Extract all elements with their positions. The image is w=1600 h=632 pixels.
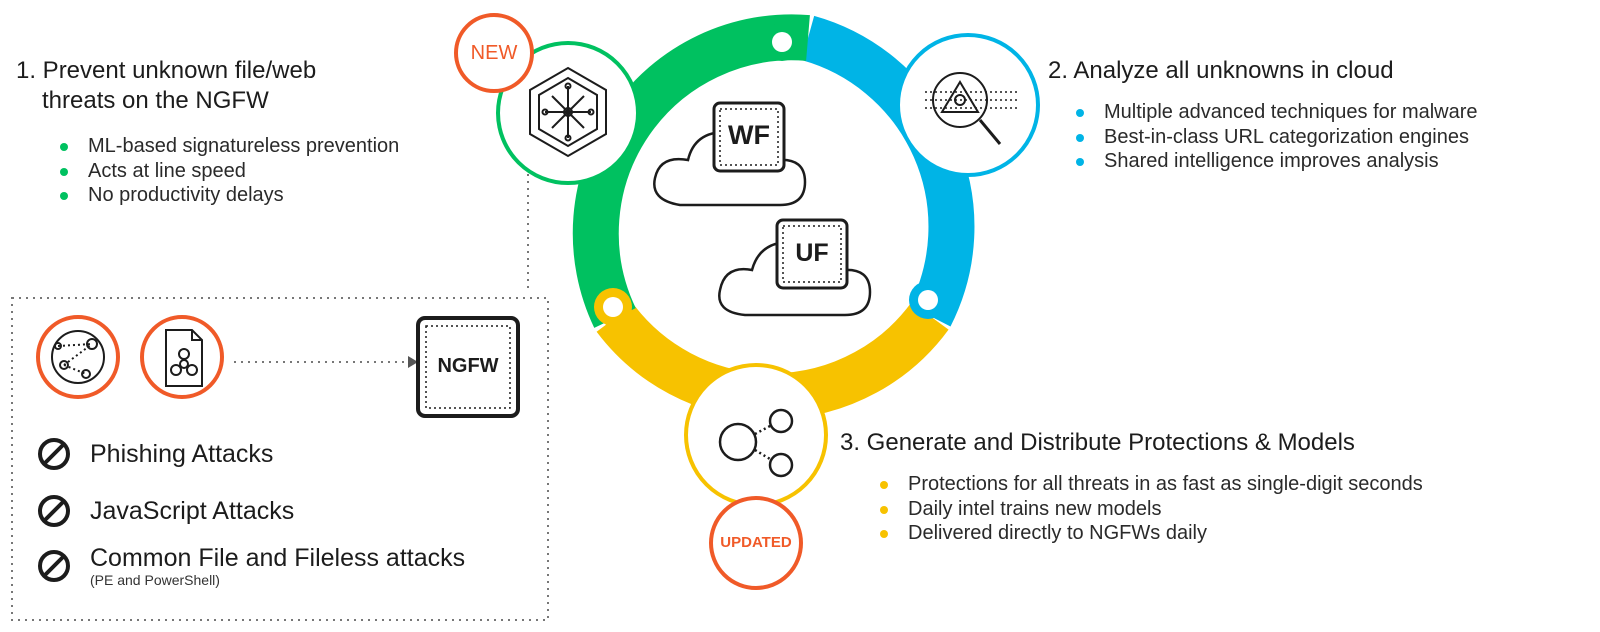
- bullet-dot: [1076, 109, 1084, 117]
- distribute-bullet-list: Protections for all threats in as fast a…: [878, 472, 1423, 546]
- distribute-circle: [684, 363, 828, 507]
- ngfw-device: [416, 316, 520, 418]
- prevent-heading-line1: 1. Prevent unknown file/web: [16, 57, 317, 84]
- bullet-dot: [1076, 158, 1084, 166]
- attack-item-javascript: JavaScript Attacks: [36, 493, 294, 529]
- prohibited-icon: [38, 495, 70, 527]
- ngfw-label: NGFW: [437, 355, 499, 377]
- malware-magnifier-icon: [925, 72, 1018, 145]
- attack-label: Phishing Attacks: [90, 440, 274, 468]
- biohazard-file-icon: [165, 329, 203, 387]
- prevent-bullet-list: ML-based signatureless prevention Acts a…: [58, 134, 399, 208]
- analyze-circle: [896, 33, 1040, 177]
- updated-badge: [709, 496, 803, 590]
- new-badge: [454, 13, 534, 93]
- uf-box: [775, 218, 849, 290]
- attack-item-phishing: Phishing Attacks: [36, 436, 273, 472]
- list-item: Multiple advanced techniques for malware: [1074, 100, 1478, 125]
- attack-sublabel: (PE and PowerShell): [90, 572, 220, 588]
- list-item: No productivity delays: [58, 183, 399, 208]
- uf-label: UF: [795, 239, 829, 267]
- distribute-heading: 3. Generate and Distribute Protections &…: [840, 429, 1355, 456]
- section-distribute: 3. Generate and Distribute Protections &…: [840, 428, 1355, 458]
- list-item: Acts at line speed: [58, 159, 399, 184]
- prevent-heading-line2: threats on the NGFW: [42, 87, 269, 114]
- new-badge-label: NEW: [470, 42, 518, 64]
- bullet-dot: [60, 143, 68, 151]
- ml-chip-icon: [529, 66, 607, 158]
- list-item: Shared intelligence improves analysis: [1074, 149, 1478, 174]
- wf-label: WF: [728, 120, 770, 150]
- bullet-dot: [60, 192, 68, 200]
- flow-arrowhead: [408, 356, 418, 368]
- attack-item-file: Common File and Fileless attacks (PE and…: [36, 544, 465, 588]
- attack-text-block: Common File and Fileless attacks (PE and…: [90, 544, 465, 588]
- updated-badge-label: UPDATED: [720, 534, 792, 551]
- section-analyze: 2. Analyze all unknowns in cloud: [1048, 56, 1394, 86]
- bullet-dot: [60, 167, 68, 176]
- ring-knob-right-inner: [918, 290, 938, 310]
- ring-knob-top-inner: [772, 32, 792, 52]
- bullet-dot: [880, 505, 888, 514]
- web-circle: [36, 315, 120, 399]
- section-prevent: 1. Prevent unknown file/web threats on t…: [16, 56, 456, 116]
- prohibited-icon: [38, 550, 70, 582]
- list-item: Daily intel trains new models: [878, 497, 1423, 522]
- ring-knob-left-inner: [603, 297, 623, 317]
- attack-label: JavaScript Attacks: [90, 497, 295, 525]
- list-item: Delivered directly to NGFWs daily: [878, 521, 1423, 546]
- bullet-dot: [1076, 133, 1084, 142]
- prohibited-icon: [38, 438, 70, 470]
- web-network-icon: [51, 330, 105, 384]
- wf-box: [712, 101, 786, 173]
- ngfw-prevention-box: [11, 297, 549, 621]
- share-nodes-icon: [718, 408, 794, 478]
- bullet-dot: [880, 530, 888, 538]
- analyze-heading: 2. Analyze all unknowns in cloud: [1048, 57, 1394, 84]
- attack-label: Common File and Fileless attacks: [90, 544, 466, 572]
- list-item: Best-in-class URL categorization engines: [1074, 125, 1478, 150]
- list-item: ML-based signatureless prevention: [58, 134, 399, 159]
- bullet-dot: [880, 481, 888, 489]
- list-item: Protections for all threats in as fast a…: [878, 472, 1423, 497]
- analyze-bullet-list: Multiple advanced techniques for malware…: [1074, 100, 1478, 174]
